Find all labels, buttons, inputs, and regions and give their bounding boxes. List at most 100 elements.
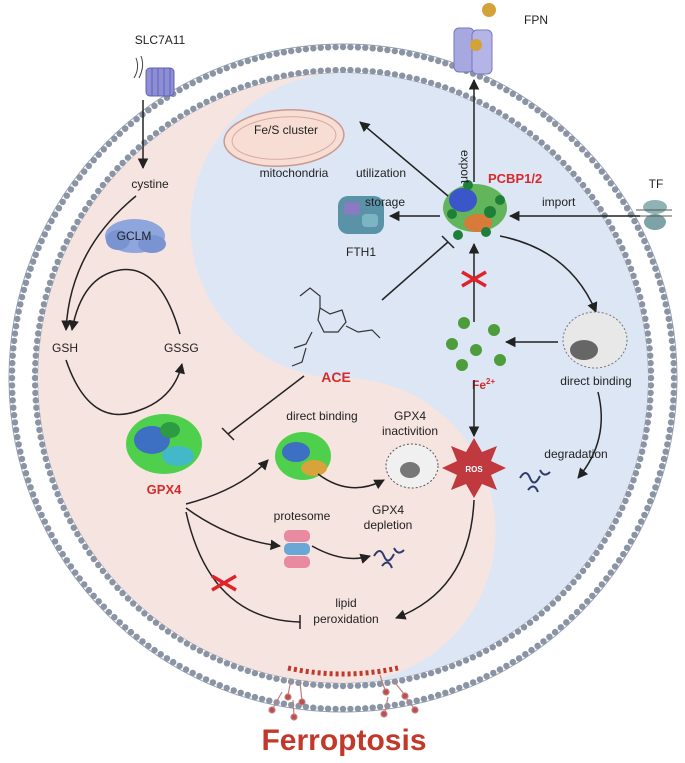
membrane-head: [63, 557, 70, 564]
membrane-head: [10, 345, 17, 352]
membrane-head: [38, 237, 45, 245]
membrane-head: [579, 603, 586, 610]
membrane-head: [640, 441, 647, 448]
membrane-head: [532, 134, 540, 142]
membrane-head: [40, 301, 48, 308]
membrane-head: [508, 117, 515, 124]
membrane-head: [141, 610, 148, 617]
membrane-head: [627, 211, 635, 218]
membrane-head: [476, 73, 484, 80]
membrane-head: [72, 569, 79, 576]
membrane-head: [589, 157, 596, 164]
membrane-head: [631, 531, 638, 539]
membrane-head: [449, 86, 456, 94]
membrane-head: [78, 212, 85, 219]
membrane-head: [664, 308, 671, 315]
membrane-head: [515, 94, 523, 101]
membrane-head: [295, 70, 302, 77]
membrane-head: [60, 504, 67, 511]
lipid-peroxidation-label-line2: peroxidation: [313, 612, 378, 626]
membrane-head: [658, 286, 666, 294]
membrane-head: [376, 45, 384, 53]
membrane-head: [85, 586, 93, 594]
membrane-head: [607, 569, 614, 576]
membrane-head: [230, 687, 237, 694]
membrane-head: [104, 573, 111, 580]
membrane-head: [546, 116, 553, 123]
membrane-head: [32, 498, 39, 505]
membrane-head: [616, 192, 623, 199]
membrane-head: [503, 662, 510, 670]
membrane-head: [568, 614, 575, 621]
membrane-head: [482, 647, 490, 654]
membrane-head: [435, 81, 442, 89]
membrane-head: [109, 170, 116, 177]
membrane-head: [209, 679, 217, 686]
membrane-head: [584, 598, 591, 605]
membrane-head: [223, 89, 231, 96]
membrane-head: [130, 149, 137, 156]
membrane-head: [391, 701, 398, 709]
membrane-head: [528, 102, 535, 110]
membrane-head: [67, 563, 75, 570]
membrane-head: [310, 681, 317, 688]
membrane-head: [163, 655, 171, 662]
membrane-head: [638, 448, 646, 455]
membrane-head: [623, 544, 631, 551]
membrane-head: [196, 647, 204, 654]
membrane-head: [502, 636, 509, 643]
membrane-head: [258, 695, 266, 703]
membrane-head: [469, 654, 476, 661]
membrane-head: [18, 293, 26, 301]
membrane-head: [11, 330, 19, 337]
membrane-head: [570, 170, 577, 177]
membrane-head: [36, 426, 43, 434]
membrane-head: [622, 497, 629, 505]
membrane-head: [376, 703, 384, 711]
membrane-head: [644, 244, 651, 252]
membrane-head: [589, 555, 596, 563]
membrane-head: [384, 46, 391, 54]
membrane-head: [223, 684, 230, 692]
membrane-head: [124, 595, 132, 602]
membrane-head: [324, 44, 332, 51]
membrane-head: [584, 561, 591, 569]
membrane-head: [39, 441, 46, 448]
membrane-head: [347, 66, 354, 74]
membrane-head: [642, 315, 649, 322]
membrane-head: [310, 45, 317, 52]
membrane-head: [15, 308, 22, 315]
inhibition-cross-top: [461, 270, 487, 288]
membrane-head: [48, 531, 55, 539]
membrane-head: [230, 62, 237, 69]
membrane-head: [210, 654, 217, 661]
membrane-head: [46, 470, 54, 477]
membrane-head: [135, 605, 142, 612]
membrane-head: [647, 498, 654, 505]
membrane-head: [32, 359, 39, 367]
membrane-head: [287, 71, 295, 78]
membrane-head: [288, 47, 295, 55]
membrane-head: [273, 675, 280, 682]
membrane-head: [280, 49, 288, 56]
membrane-head: [12, 426, 20, 433]
membrane-head: [216, 682, 223, 689]
membrane-head: [302, 45, 310, 53]
membrane-head: [251, 669, 259, 677]
membrane-head: [627, 538, 635, 545]
membrane-head: [526, 619, 534, 626]
membrane-head: [317, 705, 324, 712]
membrane-head: [190, 105, 197, 113]
membrane-head: [435, 57, 442, 65]
membrane-head: [60, 245, 67, 252]
cytoplasm-blue-region: [190, 73, 648, 683]
membrane-head: [362, 67, 369, 75]
membrane-head: [32, 389, 39, 397]
membrane-head: [196, 102, 204, 109]
membrane-head: [579, 146, 586, 153]
protesome-label: protesome: [274, 509, 331, 523]
membrane-head: [654, 477, 661, 484]
membrane-head: [63, 511, 71, 518]
membrane-head: [32, 397, 39, 404]
membrane-head: [157, 98, 164, 106]
